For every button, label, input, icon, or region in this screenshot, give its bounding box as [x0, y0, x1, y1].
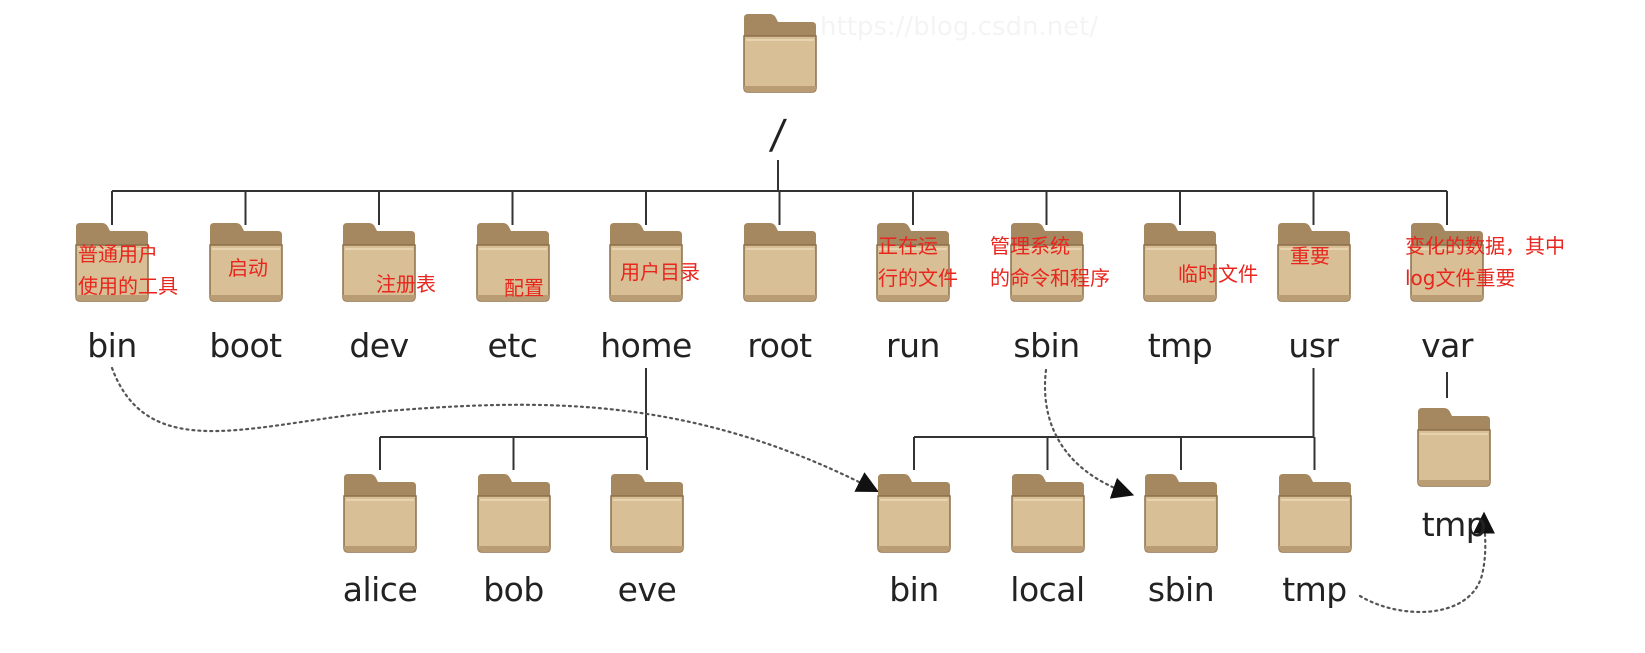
- dir-run-folder-icon[interactable]: [873, 219, 953, 305]
- dir-tmp-label: tmp: [1147, 326, 1213, 365]
- dir-home-label: home: [600, 326, 692, 365]
- dir-run-label: run: [886, 326, 940, 365]
- annotation-bin-line: 普通用户: [78, 242, 158, 266]
- annotation-run-line: 行的文件: [878, 266, 958, 290]
- annotation-usr: 重要: [1290, 240, 1330, 272]
- home-bob-label: bob: [483, 570, 544, 609]
- usr-usr-tmp-folder-icon[interactable]: [1275, 470, 1355, 556]
- home-alice-folder-icon[interactable]: [340, 470, 420, 556]
- link-arrow-bin-to-usr-bin: [110, 366, 879, 493]
- home-alice-label: alice: [342, 570, 418, 609]
- annotation-run-line: 正在运: [878, 234, 938, 258]
- home-bob-folder-icon[interactable]: [474, 470, 554, 556]
- root-folder-icon[interactable]: [740, 10, 820, 96]
- var-var-tmp-label: tmp: [1421, 505, 1487, 544]
- link-arrow-sbin-to-usr-sbin: [1043, 368, 1135, 499]
- dir-etc-folder-icon[interactable]: [473, 219, 553, 305]
- dir-usr-folder-icon[interactable]: [1274, 219, 1354, 305]
- annotation-var: 变化的数据，其中 log文件重要: [1405, 230, 1565, 294]
- dir-root-folder-icon[interactable]: [740, 219, 820, 305]
- home-eve-label: eve: [617, 570, 677, 609]
- annotation-tmp-line: 临时文件: [1178, 262, 1258, 286]
- usr-usr-bin-label: bin: [889, 570, 939, 609]
- dir-var-folder-icon[interactable]: [1407, 219, 1487, 305]
- annotation-var-line: 变化的数据，其中: [1405, 234, 1565, 258]
- usr-usr-local-folder-icon[interactable]: [1008, 470, 1088, 556]
- dir-boot-folder-icon[interactable]: [206, 219, 286, 305]
- dir-boot-label: boot: [209, 326, 282, 365]
- usr-usr-tmp-label: tmp: [1282, 570, 1347, 609]
- annotation-etc-line: 配置: [504, 276, 544, 300]
- dir-sbin-label: sbin: [1013, 326, 1080, 365]
- dir-root-label: root: [747, 326, 812, 365]
- dir-sbin-folder-icon[interactable]: [1007, 219, 1087, 305]
- annotation-home-line: 用户目录: [620, 260, 700, 284]
- annotation-boot: 启动: [228, 252, 268, 284]
- annotation-dev: 注册表: [376, 268, 436, 300]
- annotation-boot-line: 启动: [228, 256, 268, 280]
- dir-tmp-folder-icon[interactable]: [1140, 219, 1220, 305]
- annotation-etc: 配置: [504, 272, 544, 304]
- dir-dev-folder-icon[interactable]: [339, 219, 419, 305]
- annotation-tmp: 临时文件: [1178, 258, 1258, 290]
- annotation-run: 正在运行的文件: [878, 230, 958, 294]
- dir-usr-label: usr: [1288, 326, 1339, 365]
- usr-usr-bin-folder-icon[interactable]: [874, 470, 954, 556]
- dir-home-folder-icon[interactable]: [606, 219, 686, 305]
- annotation-sbin: 管理系统的命令和程序: [990, 230, 1110, 294]
- var-var-tmp-folder-icon[interactable]: [1414, 404, 1494, 490]
- annotation-sbin-line: 的命令和程序: [990, 266, 1110, 290]
- dir-dev-label: dev: [349, 326, 409, 365]
- annotation-bin: 普通用户使用的工具: [78, 238, 178, 302]
- link-arrow-usr-tmp-to-var-tmp: [1358, 511, 1496, 613]
- dir-bin-label: bin: [87, 326, 137, 365]
- annotation-home: 用户目录: [620, 256, 700, 288]
- annotation-var-line: log文件重要: [1405, 266, 1516, 290]
- dir-etc-label: etc: [487, 326, 538, 365]
- usr-usr-sbin-label: sbin: [1147, 570, 1215, 609]
- watermark: https://blog.csdn.net/: [820, 12, 1099, 42]
- annotation-usr-line: 重要: [1290, 244, 1330, 268]
- annotation-bin-line: 使用的工具: [78, 274, 178, 298]
- dir-bin-folder-icon[interactable]: [72, 219, 152, 305]
- usr-usr-local-label: local: [1010, 570, 1085, 609]
- annotation-sbin-line: 管理系统: [990, 234, 1070, 258]
- home-eve-folder-icon[interactable]: [607, 470, 687, 556]
- annotation-dev-line: 注册表: [376, 272, 436, 296]
- dir-var-label: var: [1421, 326, 1473, 365]
- usr-usr-sbin-folder-icon[interactable]: [1141, 470, 1221, 556]
